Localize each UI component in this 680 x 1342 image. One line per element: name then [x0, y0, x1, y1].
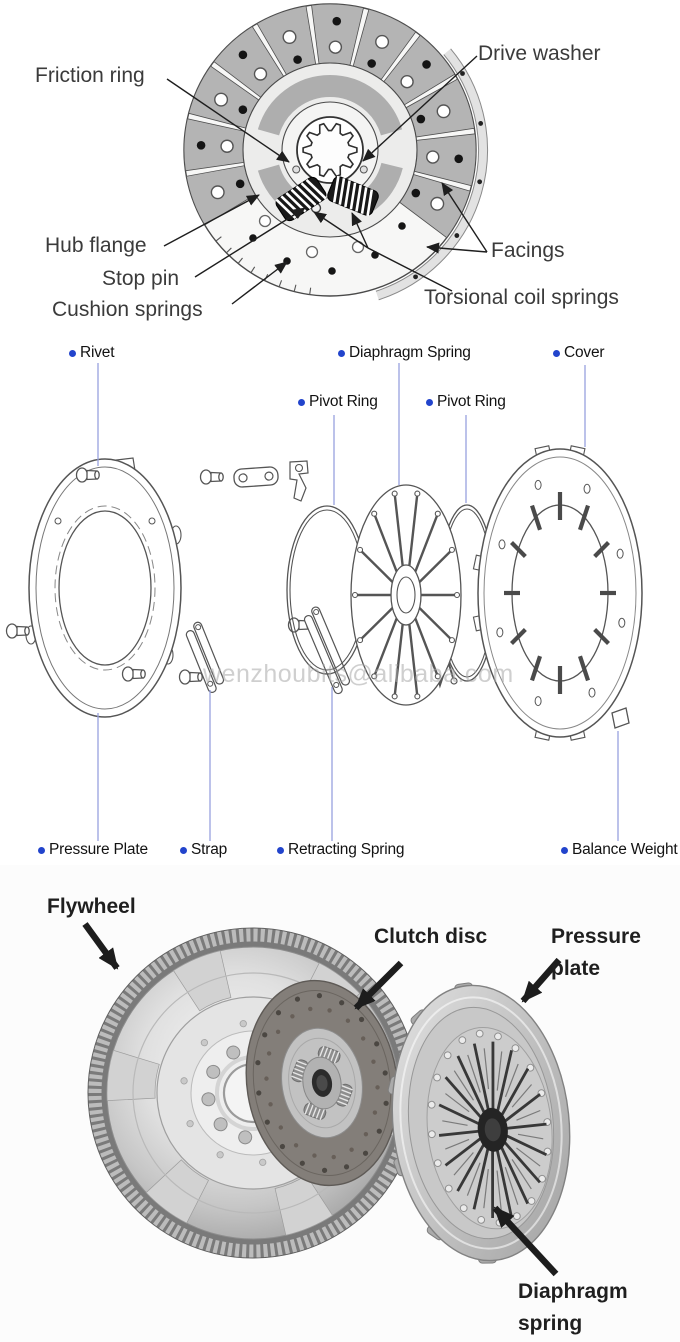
bullet-icon: [561, 846, 568, 854]
bolt-drawing: [75, 467, 100, 483]
pressure-plate-render: [387, 982, 571, 1264]
friction-segments: [183, 3, 477, 239]
label-balance-weight: Balance Weight: [561, 841, 678, 859]
bracket-drawing: [289, 460, 309, 502]
clutch-cover-exploded-drawing: [5, 363, 643, 841]
watermark: wenzhoubits@alibaba.com: [203, 660, 514, 688]
bullet-icon: [38, 846, 45, 854]
strap-plate-drawing: [233, 466, 279, 488]
label-rivet: Rivet: [69, 344, 115, 362]
label-flywheel: Flywheel: [47, 895, 136, 918]
balance-weight-drawing: [611, 707, 630, 729]
label-pivot-ring-rear: Pivot Ring: [426, 393, 506, 411]
bolt-drawing: [5, 623, 30, 639]
bolt-drawing: [121, 666, 146, 682]
bullet-icon: [298, 398, 305, 406]
label-clutch-disc: Clutch disc: [374, 925, 488, 948]
label-drive-washer: Drive washer: [478, 42, 601, 65]
label-cover: Cover: [553, 344, 605, 362]
label-facings: Facings: [491, 239, 565, 262]
clutch-kit-photo: [0, 865, 680, 1342]
coil-spring: [327, 175, 379, 217]
coil-spring: [275, 176, 327, 222]
bolt-drawing: [199, 469, 224, 485]
bullet-icon: [180, 846, 187, 854]
label-pivot-ring-front: Pivot Ring: [298, 393, 378, 411]
label-cushion-springs: Cushion springs: [52, 298, 203, 321]
diaphragm-spring-drawing: [350, 484, 462, 706]
bullet-icon: [553, 349, 560, 357]
label-diaphragm-spring-photo: Diaphragm spring: [518, 1280, 628, 1335]
label-friction-ring: Friction ring: [35, 64, 145, 87]
bullet-icon: [69, 349, 76, 357]
clutch-disc-render: [245, 979, 399, 1187]
strap-drawing: [185, 621, 225, 693]
label-diaphragm-spring: Diaphragm Spring: [338, 344, 471, 362]
pressure-plate-drawing: [25, 457, 182, 718]
label-torsional-coil-springs: Torsional coil springs: [424, 286, 619, 309]
label-retracting-spring: Retracting Spring: [277, 841, 405, 859]
bullet-icon: [426, 398, 433, 406]
label-pressure-plate-photo: Pressure plate: [551, 925, 641, 980]
bullet-icon: [338, 349, 345, 357]
bolt-drawing: [178, 669, 203, 685]
label-hub-flange: Hub flange: [45, 234, 147, 257]
bullet-icon: [277, 846, 284, 854]
label-pressure-plate: Pressure Plate: [38, 841, 148, 859]
cover-drawing: [472, 445, 643, 741]
clutch-disc-line-drawing: [163, 3, 488, 305]
label-strap: Strap: [180, 841, 227, 859]
label-stop-pin: Stop pin: [102, 267, 180, 290]
